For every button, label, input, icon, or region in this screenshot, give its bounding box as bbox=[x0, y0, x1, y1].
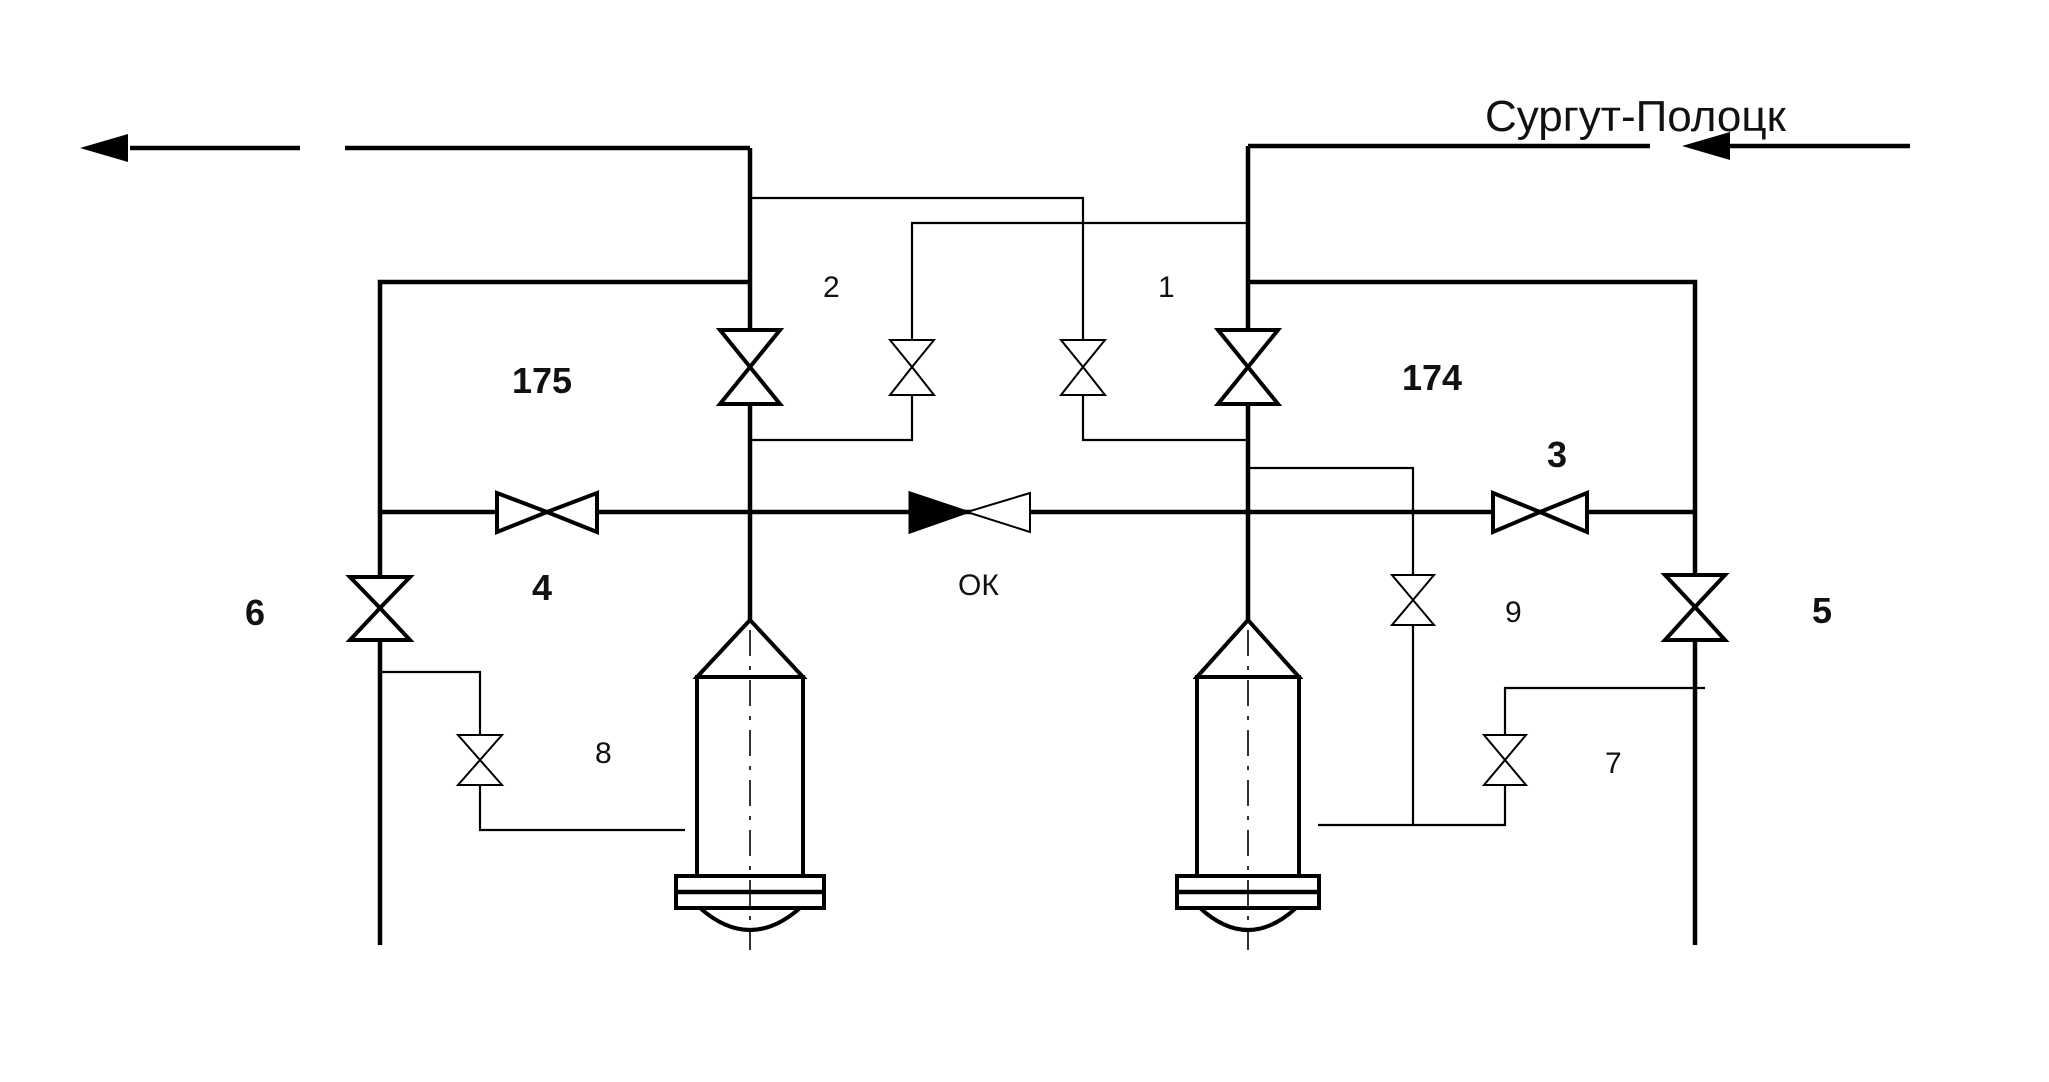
valve-4[interactable] bbox=[495, 490, 599, 535]
valve-6-label: 6 bbox=[245, 592, 265, 633]
riser-bypass-lines bbox=[380, 395, 1705, 832]
check-valve-ok[interactable] bbox=[908, 490, 1031, 535]
valve-9-label: 9 bbox=[1505, 596, 1522, 629]
inlet-arrow-icon bbox=[1682, 132, 1730, 160]
pump-174[interactable] bbox=[1175, 617, 1321, 950]
pump-175-label: 175 bbox=[512, 360, 572, 401]
valve-1-label: 1 bbox=[1158, 271, 1175, 304]
check-valve-label: ОК bbox=[958, 569, 999, 602]
inlet-line bbox=[1245, 132, 1910, 330]
valve-2-label: 2 bbox=[823, 271, 840, 304]
outlet-line bbox=[80, 134, 753, 330]
valve-6[interactable] bbox=[345, 575, 415, 642]
top-bypass-lines bbox=[750, 196, 1248, 340]
pump-174-label: 174 bbox=[1402, 357, 1462, 398]
valve-7-label: 7 bbox=[1605, 747, 1622, 780]
pump-175[interactable] bbox=[674, 617, 826, 950]
valve-5[interactable] bbox=[1660, 573, 1730, 642]
valve-4-label: 4 bbox=[532, 567, 552, 608]
outer-loop-lines bbox=[377, 279, 1698, 945]
valve-3[interactable] bbox=[1491, 490, 1589, 536]
outlet-arrow-icon bbox=[80, 134, 128, 162]
valve-1-main[interactable] bbox=[1213, 328, 1283, 406]
valve-2-bypass[interactable] bbox=[887, 339, 937, 396]
valve-8[interactable] bbox=[455, 734, 505, 786]
valve-3-label: 3 bbox=[1547, 434, 1567, 475]
valve-2-main[interactable] bbox=[715, 328, 785, 406]
pipeline-label: Сургут-Полоцк bbox=[1485, 92, 1787, 141]
valve-8-label: 8 bbox=[595, 737, 612, 770]
valve-7[interactable] bbox=[1481, 734, 1529, 786]
valve-1-bypass[interactable] bbox=[1058, 339, 1108, 396]
valve-9[interactable] bbox=[1389, 574, 1437, 626]
valve-5-label: 5 bbox=[1812, 590, 1832, 631]
